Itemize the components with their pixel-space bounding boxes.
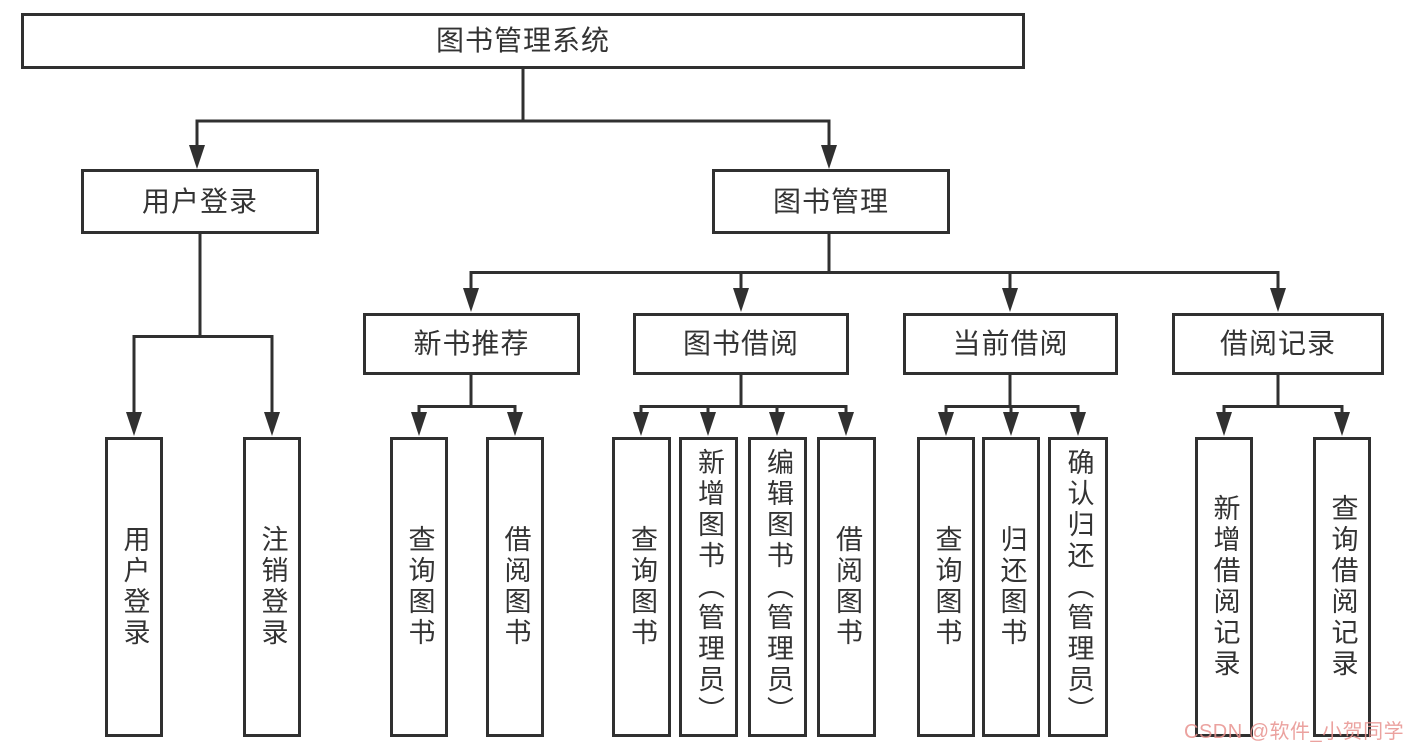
node-book-management: 图书管理 xyxy=(712,169,950,234)
node-borrowing-records: 借阅记录 xyxy=(1172,313,1384,375)
leaf-query-books-current: 查询图书 xyxy=(917,437,975,737)
leaf-add-borrow-record: 新增借阅记录 xyxy=(1195,437,1253,737)
leaf-return-book: 归还图书 xyxy=(982,437,1040,737)
leaf-edit-book-admin: 编辑图书（管理员） xyxy=(748,437,807,737)
leaf-borrow-books-recommend: 借阅图书 xyxy=(486,437,544,737)
leaf-confirm-return-admin: 确认归还（管理员） xyxy=(1048,437,1108,737)
node-current-borrowing: 当前借阅 xyxy=(903,313,1118,375)
leaf-borrow-books-borrowing: 借阅图书 xyxy=(817,437,876,737)
csdn-watermark: CSDN @软件_小贺同学 xyxy=(1184,721,1405,743)
leaf-query-books-recommend: 查询图书 xyxy=(390,437,448,737)
leaf-logout: 注销登录 xyxy=(243,437,301,737)
node-library-management-system: 图书管理系统 xyxy=(21,13,1025,69)
leaf-user-login: 用户登录 xyxy=(105,437,163,737)
leaf-query-borrow-record: 查询借阅记录 xyxy=(1313,437,1371,737)
node-book-borrowing: 图书借阅 xyxy=(633,313,849,375)
leaf-query-books-borrowing: 查询图书 xyxy=(612,437,671,737)
leaf-add-book-admin: 新增图书（管理员） xyxy=(679,437,738,737)
node-user-login: 用户登录 xyxy=(81,169,319,234)
node-new-book-recommendation: 新书推荐 xyxy=(363,313,580,375)
